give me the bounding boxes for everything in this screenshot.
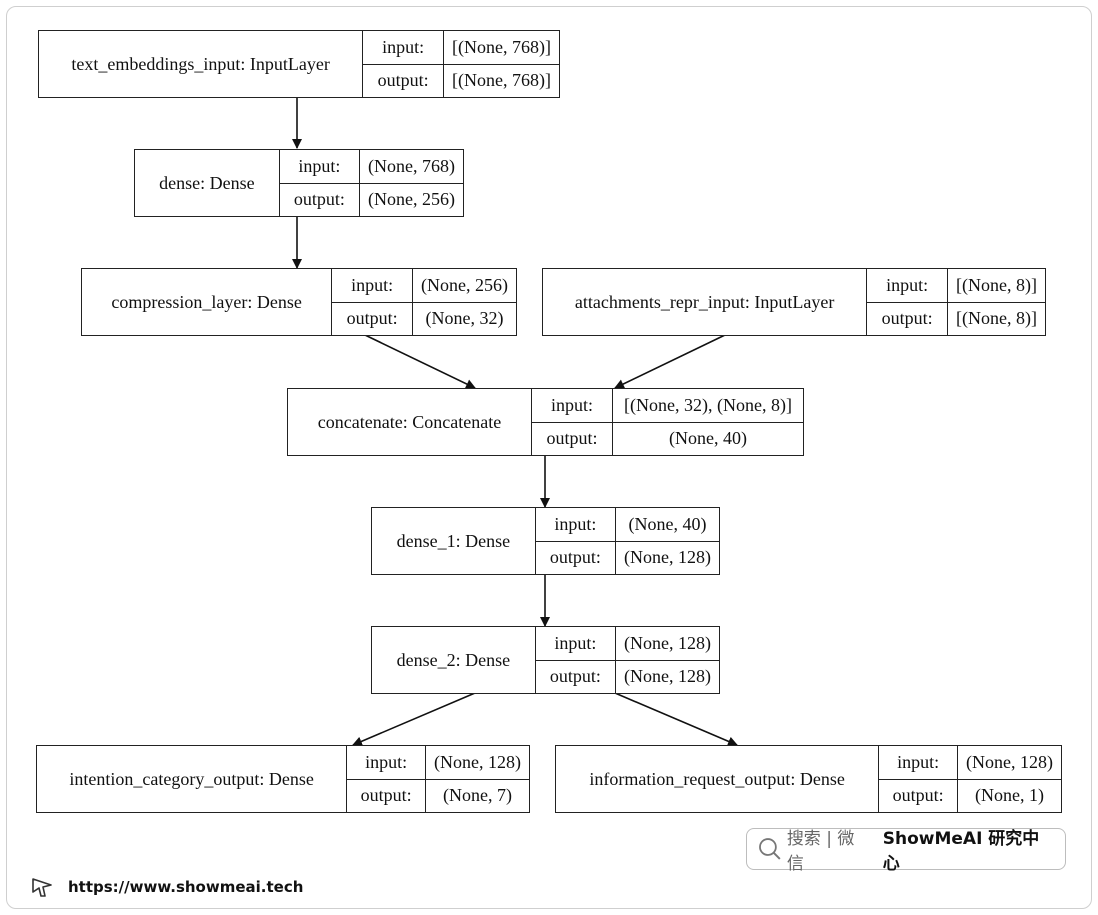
input-shape: (None, 256) xyxy=(413,269,516,303)
edge-compression-to-concatenate xyxy=(364,334,476,389)
output-shape: (None, 32) xyxy=(425,308,504,329)
input-label: input: xyxy=(332,269,413,303)
output-label: output: xyxy=(377,70,429,91)
node-label: attachments_repr_input: InputLayer xyxy=(543,269,868,335)
node-dense: dense: Dense input: output: (None, 768) … xyxy=(134,149,464,217)
node-dense-2: dense_2: Dense input: output: (None, 128… xyxy=(371,626,720,694)
output-shape: (None, 128) xyxy=(624,547,711,568)
node-label: dense: Dense xyxy=(135,150,280,216)
input-shape: [(None, 8)] xyxy=(948,269,1045,303)
output-label: output: xyxy=(346,308,398,329)
output-shape: (None, 40) xyxy=(669,428,747,449)
footer-url[interactable]: https://www.showmeai.tech xyxy=(68,878,304,896)
input-label: input: xyxy=(535,627,616,661)
node-label: text_embeddings_input: InputLayer xyxy=(39,31,364,97)
output-shape: [(None, 8)] xyxy=(956,308,1037,329)
output-label: output: xyxy=(881,308,933,329)
output-shape: (None, 1) xyxy=(975,785,1044,806)
input-label: input: xyxy=(363,31,444,65)
input-shape: (None, 128) xyxy=(616,627,719,661)
input-shape: [(None, 768)] xyxy=(444,31,559,65)
output-shape: [(None, 768)] xyxy=(452,70,551,91)
input-shape: (None, 128) xyxy=(958,746,1061,780)
cursor-icon xyxy=(32,878,52,897)
input-label: input: xyxy=(535,508,616,542)
watermark-badge: 搜索 | 微信 ShowMeAI 研究中心 xyxy=(746,828,1066,874)
output-shape: (None, 7) xyxy=(443,785,512,806)
node-information-request-output: information_request_output: Dense input:… xyxy=(555,745,1062,813)
node-text-embeddings-input: text_embeddings_input: InputLayer input:… xyxy=(38,30,560,98)
watermark-search-text: 搜索 | 微信 xyxy=(786,829,855,874)
node-label: compression_layer: Dense xyxy=(82,269,333,335)
output-shape: (None, 128) xyxy=(624,666,711,687)
input-shape: (None, 768) xyxy=(360,150,463,184)
output-label: output: xyxy=(293,189,345,210)
input-label: input: xyxy=(879,746,958,780)
output-label: output: xyxy=(549,547,601,568)
footer: https://www.showmeai.tech xyxy=(30,874,303,900)
node-label: dense_1: Dense xyxy=(372,508,536,574)
node-dense-1: dense_1: Dense input: output: (None, 40)… xyxy=(371,507,720,575)
input-label: input: xyxy=(532,389,612,423)
input-label: input: xyxy=(347,746,426,780)
output-label: output: xyxy=(546,428,598,449)
node-concatenate: concatenate: Concatenate input: output: … xyxy=(287,388,804,456)
diagram-frame xyxy=(6,6,1092,909)
input-shape: (None, 40) xyxy=(616,508,719,542)
output-shape: (None, 256) xyxy=(368,189,455,210)
node-label: concatenate: Concatenate xyxy=(288,389,532,455)
input-label: input: xyxy=(279,150,360,184)
search-icon xyxy=(759,838,781,860)
node-intention-category-output: intention_category_output: Dense input: … xyxy=(36,745,530,813)
node-label: intention_category_output: Dense xyxy=(37,746,348,812)
output-label: output: xyxy=(892,785,944,806)
input-shape: (None, 128) xyxy=(426,746,529,780)
edge-dense-2-to-intention xyxy=(352,692,476,747)
input-label: input: xyxy=(867,269,948,303)
node-label: dense_2: Dense xyxy=(372,627,536,693)
node-label: information_request_output: Dense xyxy=(556,746,880,812)
edge-dense-2-to-information xyxy=(614,692,738,747)
output-label: output: xyxy=(549,666,601,687)
node-attachments-repr-input: attachments_repr_input: InputLayer input… xyxy=(542,268,1046,336)
input-shape: [(None, 32), (None, 8)] xyxy=(613,389,803,423)
node-compression-layer: compression_layer: Dense input: output: … xyxy=(81,268,517,336)
output-label: output: xyxy=(360,785,412,806)
watermark-brand: ShowMeAI 研究中心 xyxy=(882,829,1040,874)
edge-attachments-to-concatenate xyxy=(614,334,726,389)
